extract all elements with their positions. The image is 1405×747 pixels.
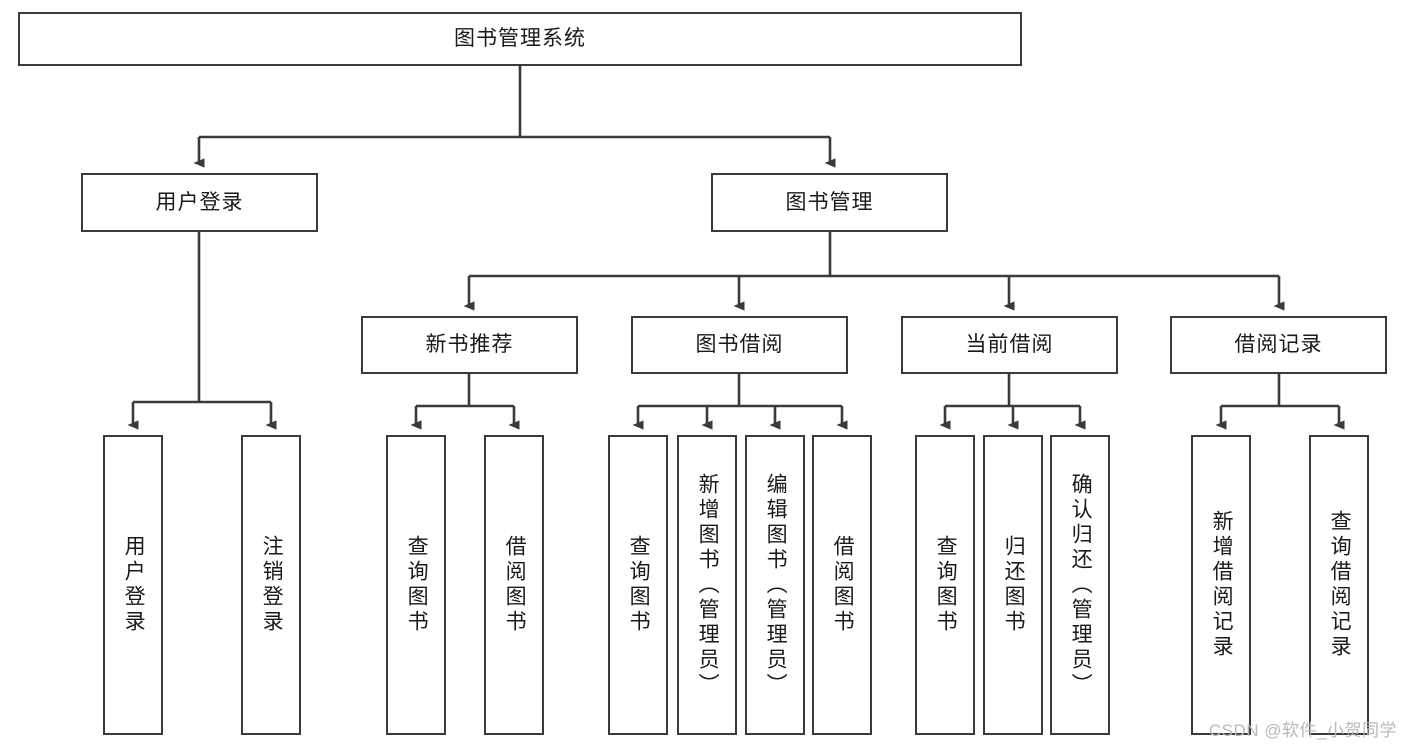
leaf-borrow-record-add-record[interactable]: 新增借阅记录	[1191, 435, 1251, 735]
node-label: 查询图书	[627, 535, 651, 635]
leaf-book-borrow-borrow-book[interactable]: 借阅图书	[812, 435, 872, 735]
node-label: 查询图书	[934, 535, 958, 635]
node-label: 注销登录	[260, 535, 284, 635]
node-borrow-record[interactable]: 借阅记录	[1170, 316, 1387, 374]
leaf-book-borrow-edit-book-admin[interactable]: 编辑图书（管理员）	[745, 435, 805, 735]
node-label: 借阅图书	[831, 535, 855, 635]
node-label: 归还图书	[1002, 535, 1026, 635]
node-book-management[interactable]: 图书管理	[711, 173, 948, 232]
leaf-current-borrow-confirm-return-admin[interactable]: 确认归还（管理员）	[1050, 435, 1110, 735]
node-label: 图书管理	[785, 190, 874, 214]
node-label: 新书推荐	[425, 333, 514, 357]
node-label: 新增图书（管理员）	[696, 472, 720, 698]
node-label: 新增借阅记录	[1210, 510, 1234, 660]
leaf-book-borrow-add-book-admin[interactable]: 新增图书（管理员）	[677, 435, 737, 735]
leaf-borrow-record-query-record[interactable]: 查询借阅记录	[1309, 435, 1369, 735]
node-root-book-management-system[interactable]: 图书管理系统	[18, 12, 1022, 66]
node-user-login[interactable]: 用户登录	[81, 173, 318, 232]
node-label: 查询借阅记录	[1328, 510, 1352, 660]
node-label: 用户登录	[122, 535, 146, 635]
leaf-new-book-borrow-book[interactable]: 借阅图书	[484, 435, 544, 735]
node-label: 图书管理系统	[454, 27, 586, 51]
leaf-user-login-logout[interactable]: 注销登录	[241, 435, 301, 735]
node-label: 借阅图书	[503, 535, 527, 635]
leaf-new-book-query-book[interactable]: 查询图书	[386, 435, 446, 735]
node-label: 确认归还（管理员）	[1069, 472, 1093, 698]
node-label: 用户登录	[155, 190, 244, 214]
node-label: 图书借阅	[695, 333, 784, 357]
leaf-current-borrow-query-book[interactable]: 查询图书	[915, 435, 975, 735]
leaf-book-borrow-query-book[interactable]: 查询图书	[608, 435, 668, 735]
node-label: 当前借阅	[965, 333, 1054, 357]
node-label: 查询图书	[405, 535, 429, 635]
node-label: 编辑图书（管理员）	[764, 472, 788, 698]
node-current-borrow[interactable]: 当前借阅	[901, 316, 1118, 374]
node-label: 借阅记录	[1234, 333, 1323, 357]
leaf-user-login-login[interactable]: 用户登录	[103, 435, 163, 735]
node-book-borrow[interactable]: 图书借阅	[631, 316, 848, 374]
node-new-book-recommend[interactable]: 新书推荐	[361, 316, 578, 374]
leaf-current-borrow-return-book[interactable]: 归还图书	[983, 435, 1043, 735]
csdn-watermark: CSDN @软件_小贺同学	[1208, 721, 1397, 740]
